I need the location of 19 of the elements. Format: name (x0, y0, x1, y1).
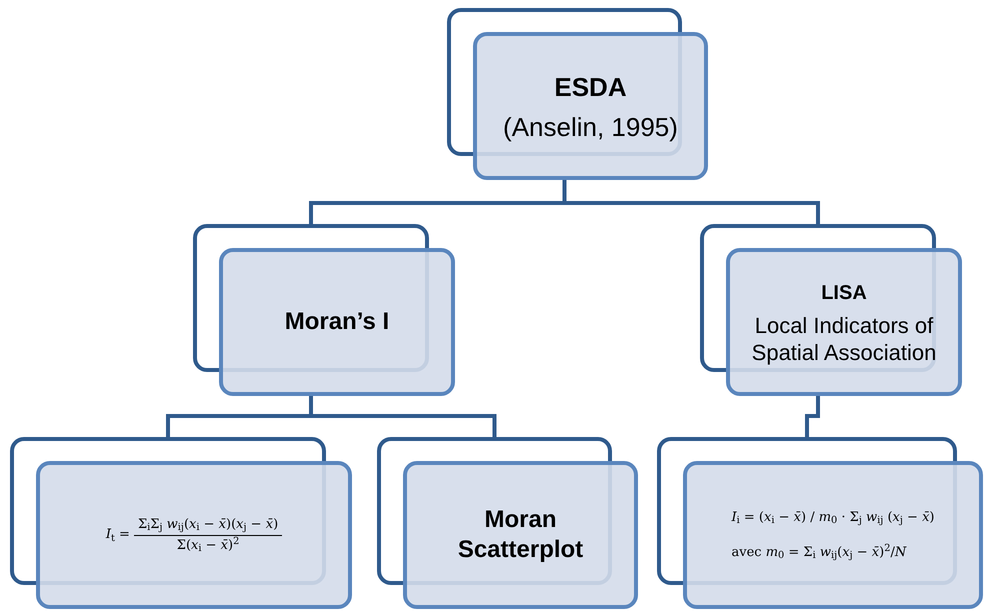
stacked-box (657, 437, 983, 609)
box-title: ESDA (554, 71, 627, 104)
formula-text: avec m$_{0}$ = Σ$_{i}$ w$_{ij}$(x$_{j}$ − x̄)$^{2}$/N (732, 543, 906, 562)
stacked-box (377, 437, 638, 609)
formula-text: Σ(x$_{i}$ − x̄)$^{2}$ (176, 536, 240, 555)
box-title: Moran’s I (284, 307, 390, 337)
stacked-box (193, 224, 455, 396)
formula-text: I$_{i}$ = (x$_{i}$ − x̄) / m$_{0}$ · Σ$_{j}$ w$_{ij}$ (x$_{j}$ − x̄) (732, 508, 934, 527)
connector-line (562, 180, 820, 224)
connector-line (805, 396, 820, 437)
stacked-box (10, 437, 352, 609)
box-title: LISA (821, 280, 867, 306)
formula-text: Σ$_{i}$Σ$_{j}$ w$_{ij}$(x$_{i}$ − x̄)(x$_{j}$ − x̄) (134, 515, 282, 536)
box-text: Local Indicators of Spatial Association (750, 312, 938, 366)
box-text: (Anselin, 1995) (503, 111, 678, 144)
formula-text: I$_{t}$ = (106, 526, 130, 545)
stacked-box (447, 8, 708, 180)
box-title: Moran Scatterplot (456, 505, 584, 565)
stacked-box (700, 224, 962, 396)
